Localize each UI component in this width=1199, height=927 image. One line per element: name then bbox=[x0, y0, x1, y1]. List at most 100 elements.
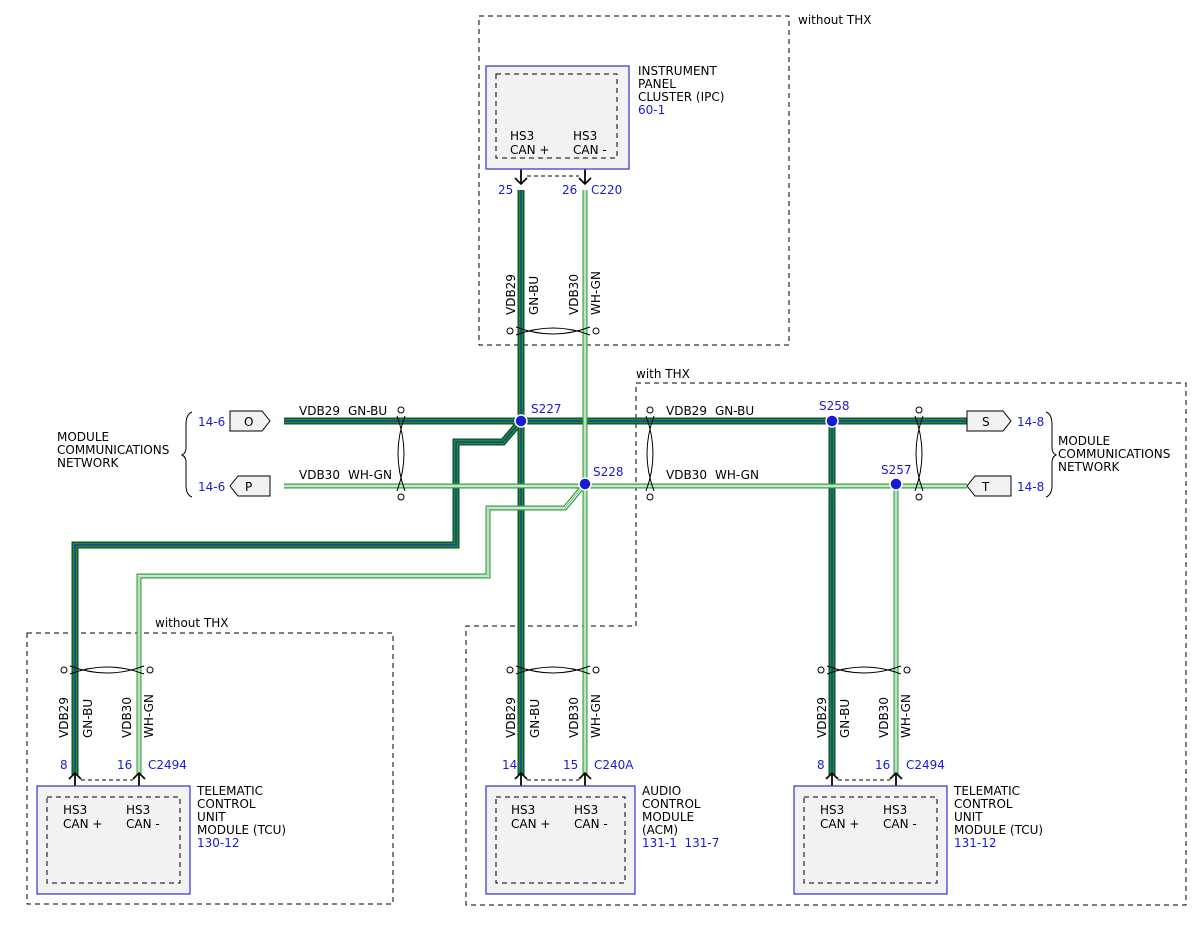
ipc-wire-minus-id: VDB30 bbox=[567, 274, 581, 315]
right-network-line1: MODULE bbox=[1058, 434, 1110, 448]
bus-top-right-color: GN-BU bbox=[715, 404, 754, 418]
tcu-right-pin-minus-l1: HS3 bbox=[883, 803, 907, 817]
acm-connector[interactable]: C240A bbox=[594, 758, 634, 772]
acm-name-1: AUDIO bbox=[642, 784, 681, 798]
thx-region-label: with THX bbox=[636, 367, 690, 381]
tcu-left-region-label: without THX bbox=[155, 616, 229, 630]
tcu-right-inner bbox=[803, 796, 938, 884]
left-network-line2: COMMUNICATIONS bbox=[57, 443, 169, 457]
ipc-ref[interactable]: 60-1 bbox=[638, 103, 665, 117]
connector-p[interactable]: P bbox=[229, 475, 271, 497]
tcu-right-pin-no-plus: 8 bbox=[817, 758, 825, 772]
twist-ipc bbox=[515, 326, 591, 336]
splice-s257[interactable]: S257 bbox=[881, 463, 912, 491]
tcu-right-module[interactable]: HS3 CAN + HS3 CAN - bbox=[793, 785, 948, 895]
acm-wire-minus: VDB30 bbox=[567, 697, 581, 738]
tcu-left-inner bbox=[46, 796, 181, 884]
bus-bot-left-wire: VDB30 bbox=[299, 468, 340, 482]
ipc-pin-minus-label2: CAN - bbox=[573, 143, 607, 157]
connector-p-ref[interactable]: 14-6 bbox=[198, 480, 225, 494]
ipc-region-box bbox=[478, 15, 790, 346]
twist-bus-end-3 bbox=[646, 493, 654, 501]
left-network-line1: MODULE bbox=[57, 430, 109, 444]
tcu-right-name-1: TELEMATIC bbox=[953, 784, 1020, 798]
ipc-wire-plus-color: GN-BU bbox=[527, 276, 541, 315]
right-network-line2: COMMUNICATIONS bbox=[1058, 447, 1170, 461]
connector-s[interactable]: S bbox=[966, 410, 1012, 432]
tcu-right-name-2: CONTROL bbox=[954, 797, 1013, 811]
tcu-left-pin-minus-l1: HS3 bbox=[126, 803, 150, 817]
wire-layer bbox=[71, 190, 967, 775]
acm-inner bbox=[495, 796, 626, 884]
acm-ref[interactable]: 131-1 131-7 bbox=[642, 836, 719, 850]
ipc-module-inner bbox=[495, 73, 618, 159]
bus-top-left-wire: VDB29 bbox=[299, 404, 340, 418]
splice-s228[interactable]: S228 bbox=[578, 465, 624, 491]
tcu-left-pin-plus-l1: HS3 bbox=[63, 803, 87, 817]
acm-outline bbox=[485, 785, 636, 895]
tcu-left-wire-plus: VDB29 bbox=[57, 697, 71, 738]
tcu-left-name-3: UNIT bbox=[197, 810, 226, 824]
connector-o-letter: O bbox=[244, 415, 253, 429]
connector-s-shape bbox=[966, 410, 1012, 432]
acm-color-plus: GN-BU bbox=[528, 699, 542, 738]
tcu-right-outline bbox=[793, 785, 948, 895]
tcu-left-module[interactable]: HS3 CAN + HS3 CAN - bbox=[36, 785, 191, 895]
twist-bus-mid bbox=[645, 415, 655, 492]
ipc-pin-minus-label: HS3 bbox=[573, 129, 597, 143]
twist-bus-end-2 bbox=[646, 406, 654, 414]
splice-s227[interactable]: S227 bbox=[514, 402, 562, 428]
wire-vdb29-tcu-left-stripe bbox=[74, 420, 522, 775]
bus-bot-right-color: WH-GN bbox=[715, 468, 759, 482]
splice-s258[interactable]: S258 bbox=[819, 399, 850, 428]
ipc-name-line2: PANEL bbox=[638, 77, 676, 91]
ipc-region-label: without THX bbox=[798, 13, 872, 27]
connector-t[interactable]: T bbox=[966, 475, 1012, 497]
bus-top-left-color: GN-BU bbox=[348, 404, 387, 418]
tcu-left-name-2: CONTROL bbox=[197, 797, 256, 811]
splice-s258-label: S258 bbox=[819, 399, 850, 413]
tcu-right-color-minus: WH-GN bbox=[899, 694, 913, 738]
acm-pin-no-minus: 15 bbox=[563, 758, 578, 772]
splice-s227-dot bbox=[514, 414, 528, 428]
connector-t-shape bbox=[966, 475, 1012, 497]
right-network-brace bbox=[1045, 411, 1058, 498]
tcu-left-pin-plus-l2: CAN + bbox=[63, 817, 102, 831]
tcu-right-ref[interactable]: 131-12 bbox=[954, 836, 997, 850]
connector-o[interactable]: O bbox=[229, 410, 271, 432]
tcu-right-connector[interactable]: C2494 bbox=[906, 758, 945, 772]
acm-pin-minus-l1: HS3 bbox=[574, 803, 598, 817]
twist-bus-right bbox=[914, 415, 924, 492]
connector-o-ref[interactable]: 14-6 bbox=[198, 415, 225, 429]
tcu-left-color-minus: WH-GN bbox=[142, 694, 156, 738]
tcu-left-wire-minus: VDB30 bbox=[120, 697, 134, 738]
connector-s-ref[interactable]: 14-8 bbox=[1017, 415, 1044, 429]
tcu-left-pin-no-plus: 8 bbox=[60, 758, 68, 772]
left-network-line3: NETWORK bbox=[57, 456, 120, 470]
twist-bus-left bbox=[396, 415, 406, 492]
ipc-connector[interactable]: C220 bbox=[591, 183, 622, 197]
tcu-right-pin-plus-l1: HS3 bbox=[820, 803, 844, 817]
tcu-right-pin-no-minus: 16 bbox=[875, 758, 890, 772]
splice-s228-dot bbox=[578, 477, 592, 491]
tcu-right-pin-minus-l2: CAN - bbox=[883, 817, 917, 831]
twist-end-3 bbox=[146, 666, 154, 674]
twist-end-4 bbox=[506, 666, 514, 674]
tcu-left-ref[interactable]: 130-12 bbox=[197, 836, 240, 850]
connector-t-ref[interactable]: 14-8 bbox=[1017, 480, 1044, 494]
acm-module[interactable]: HS3 CAN + HS3 CAN - bbox=[485, 785, 636, 895]
ipc-module[interactable]: HS3 CAN + HS3 CAN - bbox=[485, 65, 630, 170]
tcu-left-name-1: TELEMATIC bbox=[196, 784, 263, 798]
ipc-wire-plus-id: VDB29 bbox=[504, 274, 518, 315]
acm-pin-plus-l1: HS3 bbox=[511, 803, 535, 817]
acm-name-2: CONTROL bbox=[642, 797, 701, 811]
bus-top-right-wire: VDB29 bbox=[666, 404, 707, 418]
thx-region-box bbox=[465, 382, 1187, 906]
twist-tcu-right bbox=[826, 665, 902, 675]
acm-color-minus: WH-GN bbox=[589, 694, 603, 738]
tcu-left-connector[interactable]: C2494 bbox=[148, 758, 187, 772]
ipc-pin-no-minus: 26 bbox=[562, 183, 577, 197]
twist-end-0 bbox=[506, 327, 514, 335]
left-network-brace bbox=[180, 411, 193, 498]
connector-p-shape bbox=[229, 475, 271, 497]
